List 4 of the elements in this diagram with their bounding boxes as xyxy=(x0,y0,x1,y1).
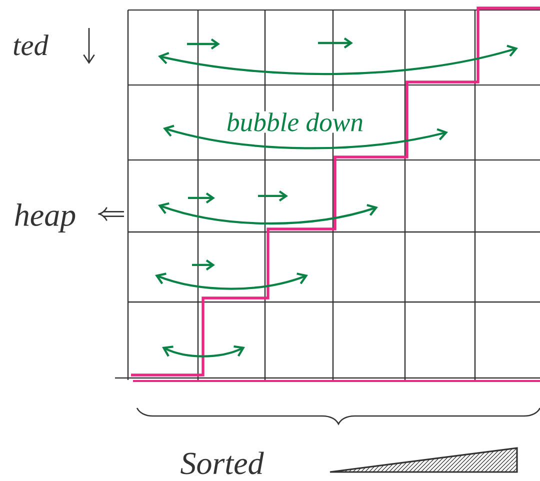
handwritten-label: bubble down xyxy=(225,111,365,133)
handwritten-label: heap xyxy=(12,202,78,234)
handwritten-label: ted xyxy=(11,33,50,57)
handwritten-label: Sorted xyxy=(178,450,266,476)
